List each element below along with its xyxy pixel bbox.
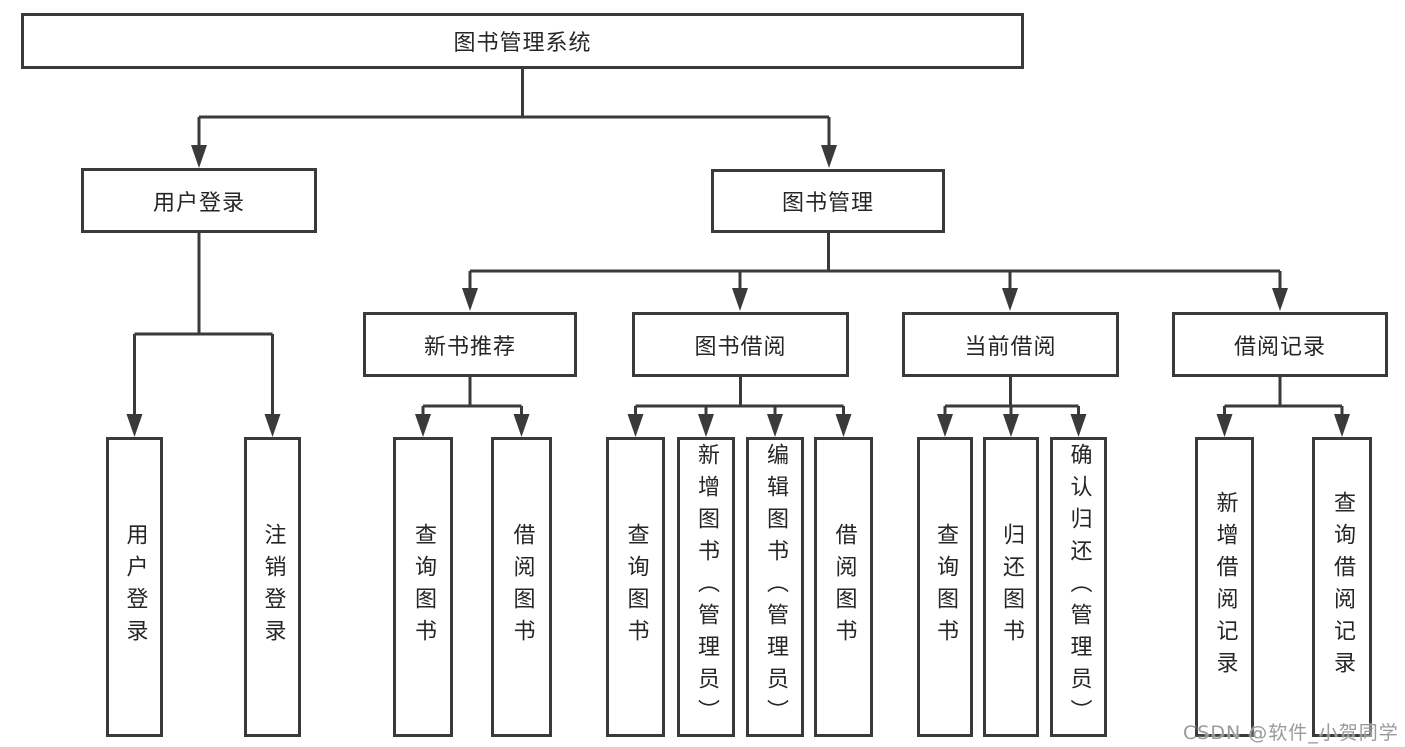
node-borrowing-records: 借阅记录 (1172, 312, 1388, 377)
watermark: CSDN @软件_小贺同学 (1183, 722, 1399, 744)
node-user-login: 用户登录 (81, 168, 317, 233)
node-leaf-user-login: 用户登录 (106, 437, 163, 737)
node-leaf-recommend-query-books: 查询图书 (393, 437, 453, 737)
node-book-borrowing: 图书借阅 (632, 312, 849, 377)
node-leaf-logout: 注销登录 (244, 437, 301, 737)
node-book-management: 图书管理 (711, 169, 945, 233)
arrowhead-icons (126, 145, 1350, 437)
node-new-book-recommendation: 新书推荐 (363, 312, 577, 377)
node-leaf-borrowing-borrow-books: 借阅图书 (814, 437, 873, 737)
node-leaf-current-query-books: 查询图书 (917, 437, 973, 737)
node-leaf-current-return-books: 归还图书 (983, 437, 1039, 737)
node-leaf-recommend-borrow-books: 借阅图书 (491, 437, 552, 737)
node-leaf-borrowing-edit-books-admin: 编辑图书（管理员） (746, 437, 804, 737)
node-leaf-borrowing-add-books-admin: 新增图书（管理员） (677, 437, 735, 737)
node-leaf-current-confirm-return-admin: 确认归还（管理员） (1050, 437, 1107, 737)
node-leaf-records-query-record: 查询借阅记录 (1312, 437, 1372, 737)
node-current-borrowing: 当前借阅 (902, 312, 1119, 377)
node-leaf-records-add-record: 新增借阅记录 (1195, 437, 1254, 737)
node-leaf-borrowing-query-books: 查询图书 (606, 437, 665, 737)
node-root-system: 图书管理系统 (21, 13, 1024, 69)
